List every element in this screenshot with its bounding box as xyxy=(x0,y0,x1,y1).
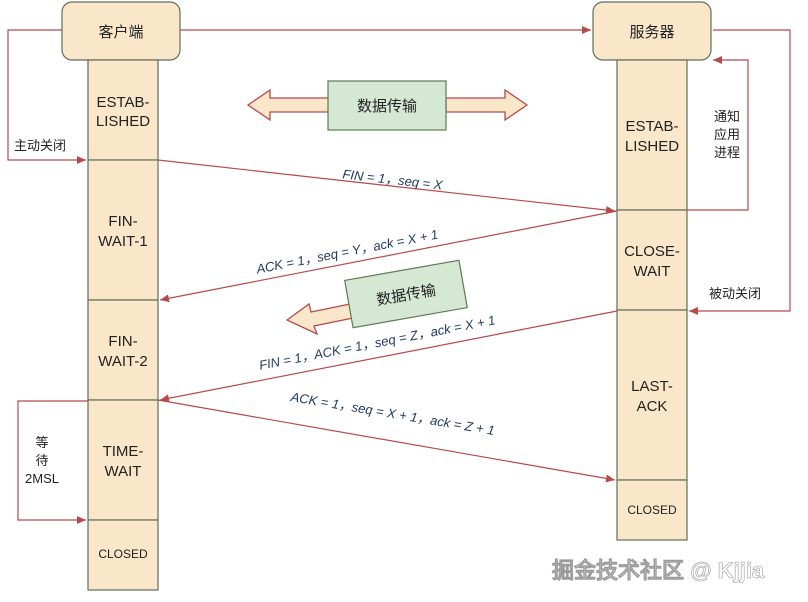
wait-2msl-arrow xyxy=(17,400,88,524)
server-closed-label: CLOSED xyxy=(627,503,677,517)
client-time-wait-label-1: TIME- xyxy=(103,443,144,460)
data-transfer-box-2 xyxy=(344,259,468,329)
client-fin-wait-1-label-1: FIN- xyxy=(108,213,137,230)
notify-app-label-3: 进程 xyxy=(714,145,740,160)
server-state-closed xyxy=(616,479,688,541)
notify-app-arrow xyxy=(687,56,749,211)
wait-2msl-label-2: 待 xyxy=(35,453,48,468)
data-transfer-2-arrow xyxy=(285,302,359,336)
passive-close-arrow xyxy=(689,29,791,315)
client-state-fin-wait-1 xyxy=(87,159,159,301)
fin1-label: FIN = 1，seq = X xyxy=(342,166,445,192)
server-state-close-wait xyxy=(616,209,688,311)
active-close-arrow xyxy=(7,29,86,164)
client-fin-wait-1-label-2: WAIT-1 xyxy=(98,233,147,250)
client-time-wait-label-2: WAIT xyxy=(105,463,142,480)
fin1-arrow xyxy=(157,159,616,214)
client-title: 客户端 xyxy=(98,24,143,41)
data-transfer-label-1: 数据传输 xyxy=(357,98,417,115)
ack2-arrow xyxy=(157,399,616,483)
ack2-label: ACK = 1，seq = X + 1，ack = Z + 1 xyxy=(289,389,496,438)
server-state-established xyxy=(616,59,688,211)
client-established-label-2: LISHED xyxy=(96,113,150,130)
client-fin-wait-2-label-1: FIN- xyxy=(108,333,137,350)
server-close-wait-label-1: CLOSE- xyxy=(624,243,680,260)
server-state-last-ack xyxy=(616,309,688,481)
wait-2msl-label-3: 2MSL xyxy=(25,471,59,486)
server-last-ack-label-1: LAST- xyxy=(631,378,673,395)
fin2-arrow xyxy=(159,310,618,403)
notify-app-label-2: 应用 xyxy=(714,127,740,142)
data-transfer-box-1 xyxy=(327,80,447,131)
client-closed-label: CLOSED xyxy=(98,547,148,561)
notify-app-label-1: 通知 xyxy=(714,109,740,124)
watermark: 掘金技术社区 @ Kjjia xyxy=(552,558,765,583)
passive-close-label: 被动关闭 xyxy=(709,286,761,301)
data-transfer-right-arrowhead xyxy=(445,88,529,122)
wait-2msl-label-1: 等 xyxy=(35,435,48,450)
server-established-label-1: ESTAB- xyxy=(625,118,678,135)
server-last-ack-label-2: ACK xyxy=(637,398,668,415)
client-state-time-wait xyxy=(87,399,159,521)
client-state-fin-wait-2 xyxy=(87,299,159,401)
client-fin-wait-2-label-2: WAIT-2 xyxy=(98,353,147,370)
client-state-closed xyxy=(87,519,159,591)
server-title: 服务器 xyxy=(629,24,674,41)
client-established-label-1: ESTAB- xyxy=(96,94,149,111)
server-established-label-2: LISHED xyxy=(625,138,679,155)
ack1-arrow xyxy=(159,210,618,303)
active-close-label: 主动关闭 xyxy=(14,138,66,153)
data-transfer-left-arrowhead xyxy=(246,88,331,122)
data-transfer-box-2-group: 数据传输 xyxy=(344,259,468,329)
server-close-wait-label-2: WAIT xyxy=(634,263,671,280)
